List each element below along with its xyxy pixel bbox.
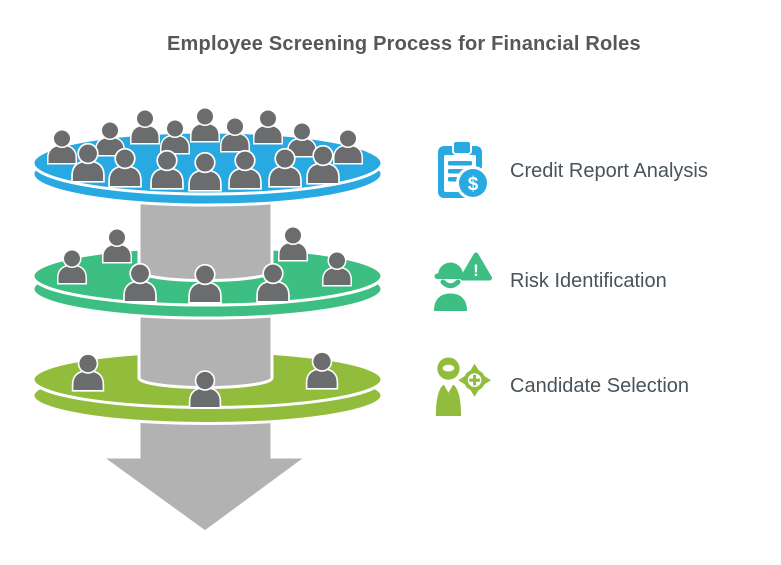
- person-figure: [278, 226, 308, 262]
- person-figure: [190, 107, 220, 143]
- exclamation-glyph: !: [473, 261, 479, 280]
- person-figure: [130, 109, 160, 145]
- clipboard-dollar-icon: $: [438, 140, 490, 200]
- step-row-risk-identification: ! Risk Identification: [432, 250, 667, 312]
- step-row-credit-report: $ Credit Report Analysis: [432, 140, 708, 202]
- person-target-icon: [435, 357, 492, 416]
- person-figure: [253, 109, 283, 145]
- step-label-candidate-selection: Candidate Selection: [510, 374, 690, 397]
- person-figure: [220, 117, 250, 153]
- dollar-glyph: $: [468, 174, 479, 195]
- step-row-candidate-selection: Candidate Selection: [432, 355, 689, 417]
- person-figure: [102, 228, 132, 264]
- person-figure: [160, 119, 190, 155]
- person-figure: [333, 129, 363, 165]
- page-title: Employee Screening Process for Financial…: [167, 33, 641, 55]
- person-figure: [47, 129, 77, 165]
- worker-warning-icon: !: [434, 252, 492, 311]
- step-label-credit-report: Credit Report Analysis: [510, 159, 708, 182]
- step-label-risk-identification: Risk Identification: [510, 269, 667, 292]
- funnel-diagram: [31, 107, 384, 534]
